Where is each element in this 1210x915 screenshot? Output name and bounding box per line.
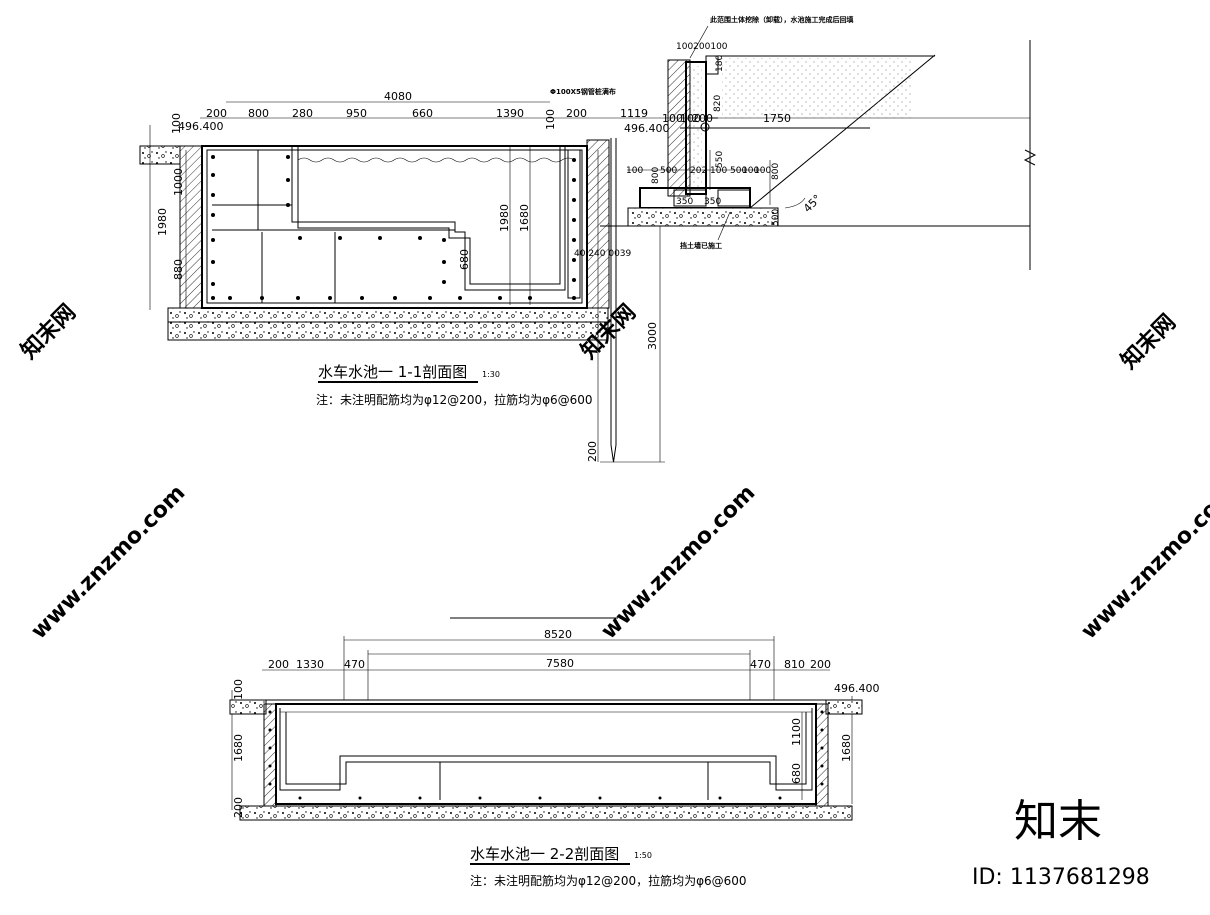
dim-base-8: 500 — [730, 166, 747, 176]
dim-top-7: 200 — [566, 107, 587, 120]
watermark-text-3: www.znzmo.com — [1077, 480, 1210, 644]
watermark-text-1: www.znzmo.com — [27, 480, 191, 644]
dim-top-6: 100 — [544, 109, 557, 130]
dim-left-3: 880 — [172, 259, 185, 280]
image-id: ID: 1137681298 — [972, 865, 1150, 890]
brand-logo: 知末 — [1014, 796, 1102, 847]
dim-overall: 4080 — [384, 90, 412, 103]
level-right: 496.400 — [624, 122, 670, 135]
dim-top-12: 1750 — [763, 112, 791, 125]
dim-base-7: 100 — [754, 166, 771, 176]
dim2-top-4: 810 — [784, 658, 805, 671]
dim-top-11: 200 — [692, 112, 713, 125]
dim-inner-2: 7580 — [546, 657, 574, 670]
dim-small: 40 240 0039 — [574, 249, 632, 259]
note-top: 此范围土体挖除（卸载），水池施工完成后回填 — [710, 15, 854, 24]
section1-title: 水车水池一 1-1剖面图 — [318, 363, 467, 381]
dim2-right-0: 1680 — [840, 734, 853, 762]
dim-left-0: 100 — [170, 113, 183, 134]
dim-3000: 3000 — [646, 322, 659, 350]
dim-top-10: 100 — [680, 112, 701, 125]
dim-left-2: 1980 — [156, 208, 169, 236]
dim-wall-0: 180 — [715, 55, 725, 72]
section-2-2: 8520 7580 200 1330 470 470 810 200 496.4… — [229, 617, 880, 888]
dim2-left-2: 200 — [232, 797, 245, 818]
dim-base-4: 350 — [676, 197, 693, 207]
section1-note: 注：未注明配筋均为φ12@200，拉筋均为φ6@600 — [316, 392, 593, 407]
section2-note: 注：未注明配筋均为φ12@200，拉筋均为φ6@600 — [470, 873, 747, 888]
dim-inner-0: 1980 — [498, 204, 511, 232]
dim-left-1: 1000 — [172, 168, 185, 196]
dim2-top-2: 470 — [344, 658, 365, 671]
dim-200: 200 — [586, 441, 599, 462]
dim-base-6: 100 — [742, 166, 759, 176]
note-wall: 挡土墙已施工 — [680, 241, 722, 250]
dim-top-3: 950 — [346, 107, 367, 120]
dim-base-0: 100 — [626, 166, 643, 176]
dim-base-1: 500 — [660, 166, 677, 176]
watermark-brand-1: 知末网 — [16, 299, 81, 364]
dim-base-5: 350 — [704, 197, 721, 207]
dim2-right-2: 680 — [790, 763, 803, 784]
watermark-text-2: www.znzmo.com — [597, 480, 761, 644]
dim2-top-3: 470 — [750, 658, 771, 671]
watermarks: www.znzmo.com www.znzmo.com www.znzmo.co… — [16, 299, 1210, 890]
watermark-brand-3: 知末网 — [1116, 309, 1181, 374]
dim-top-8: 1119 — [620, 107, 648, 120]
section1-scale: 1:30 — [482, 370, 500, 379]
pipe-label: Φ100X5钢管桩满布 — [550, 87, 616, 96]
dim-inner-1: 1680 — [518, 204, 531, 232]
section2-title: 水车水池一 2-2剖面图 — [470, 845, 619, 863]
dim-top-small: 100200100 — [676, 42, 728, 52]
dim-top-0: 200 — [206, 107, 227, 120]
dim-top-2: 280 — [292, 107, 313, 120]
dim-wall-2: 550 — [715, 151, 725, 168]
section2-scale: 1:50 — [634, 851, 652, 860]
dim-wall-3: 800 — [771, 163, 781, 180]
angle-label: 45° — [801, 192, 824, 215]
section-1-1: 4080 200 800 280 950 660 1390 100 200 11… — [139, 15, 1037, 463]
dim2-left-0: 100 — [232, 679, 245, 700]
dim2-top-1: 1330 — [296, 658, 324, 671]
dim-base-2: 202 — [690, 166, 707, 176]
dim2-right-1: 1100 — [790, 718, 803, 746]
dim2-left-1: 1680 — [232, 734, 245, 762]
dim-wall-1: 820 — [713, 95, 723, 112]
dim-top-9: 100 — [662, 112, 683, 125]
dim-inner-2: 680 — [458, 249, 471, 270]
dim-top-5: 1390 — [496, 107, 524, 120]
dim2-top-0: 200 — [268, 658, 289, 671]
dim-wall-4: 800 — [651, 167, 661, 184]
dim-top-1: 800 — [248, 107, 269, 120]
dim-overall-2: 8520 — [544, 628, 572, 641]
dim-base-3: 100 — [710, 166, 727, 176]
dim-top-4: 660 — [412, 107, 433, 120]
dim-wall-5: 500 — [771, 209, 781, 226]
dim2-top-5: 200 — [810, 658, 831, 671]
level-2: 496.400 — [834, 682, 880, 695]
level-left: 496.400 — [178, 120, 224, 133]
